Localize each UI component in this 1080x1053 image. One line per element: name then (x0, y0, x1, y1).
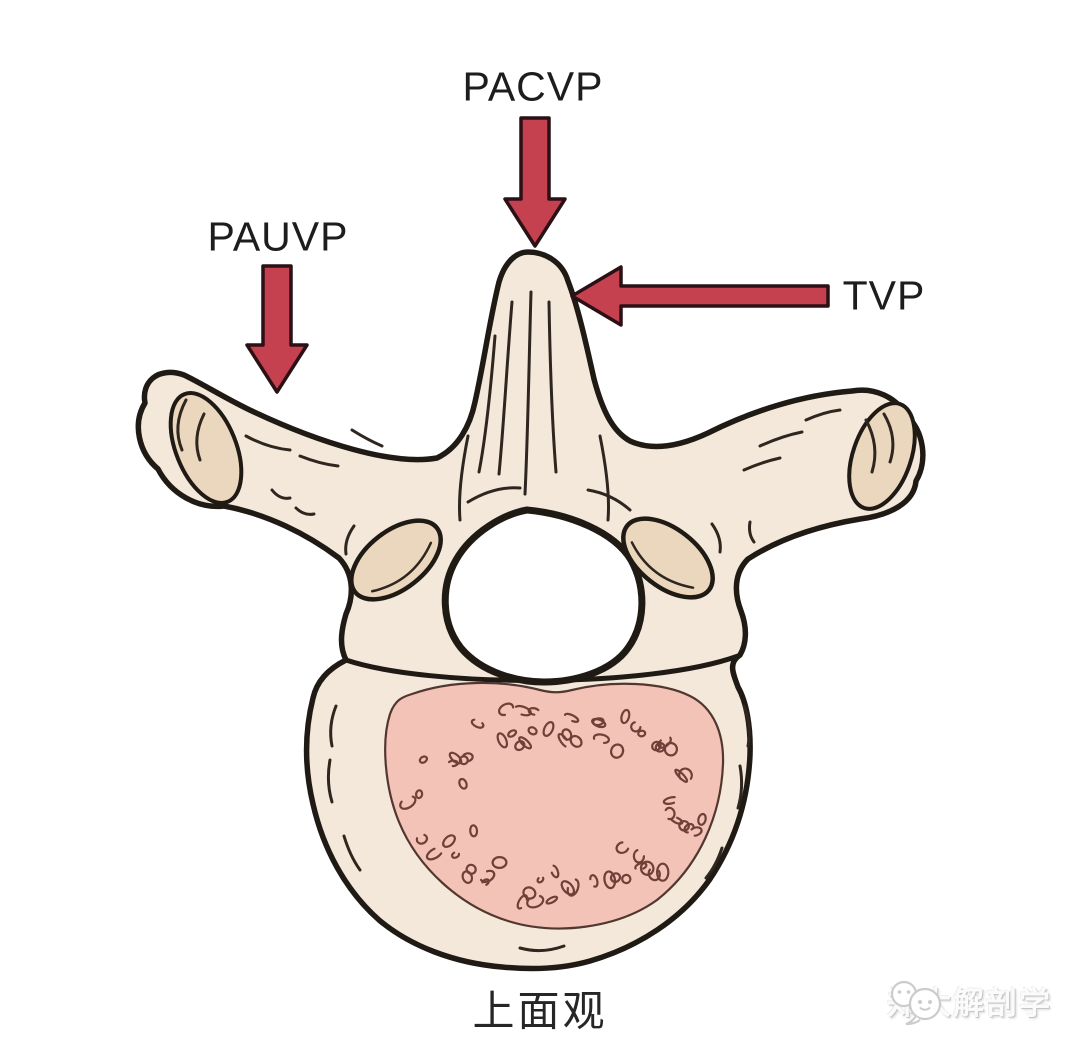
watermark: 郑大解剖学 (887, 978, 1052, 1026)
vertebral-foramen (441, 506, 646, 686)
tvp-arrow (570, 265, 830, 327)
pacvp-label: PACVP (462, 63, 604, 110)
tvp-label: TVP (842, 272, 926, 319)
bone-sketch-lines (176, 290, 895, 953)
left-process-tip (168, 391, 244, 505)
pacvp-arrow (503, 116, 567, 248)
pauvp-label: PAUVP (207, 213, 349, 260)
right-articular-facet (621, 516, 715, 600)
vertebral-body-cancellous (384, 681, 725, 930)
figure-caption: 上面观 (472, 987, 608, 1035)
cancellous-speckles (399, 702, 707, 910)
annotation-arrows (245, 116, 830, 394)
right-process-tip (847, 401, 917, 511)
left-articular-facet (349, 518, 443, 602)
pauvp-arrow (245, 264, 309, 394)
wechat-chat-bubbles-icon (890, 980, 942, 1026)
